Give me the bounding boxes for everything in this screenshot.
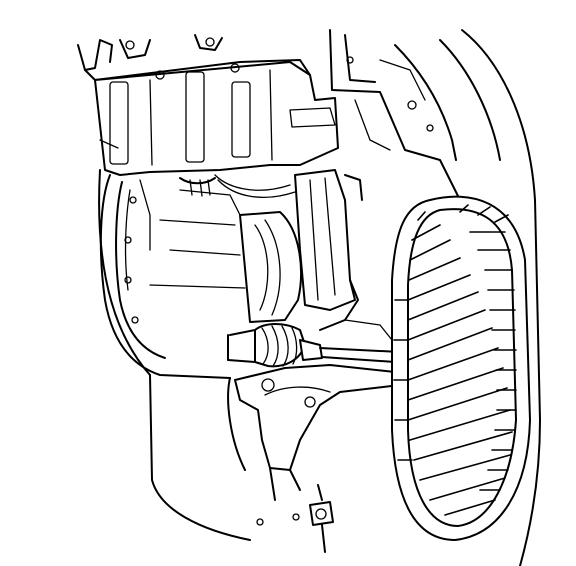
wiring-harness [139,174,393,341]
stabilizer-link [256,484,334,553]
strut-bracket [294,169,363,331]
body-frame [329,29,461,201]
brake-rotor [149,177,302,323]
lower-control-arm [227,364,401,501]
splash-shield [94,61,339,176]
drive-axle-cv-boot [227,323,401,368]
fender-arch [394,29,541,566]
wheel-tire [391,195,531,541]
upper-bracket [77,34,311,81]
wheelhouse-liner [98,169,251,541]
